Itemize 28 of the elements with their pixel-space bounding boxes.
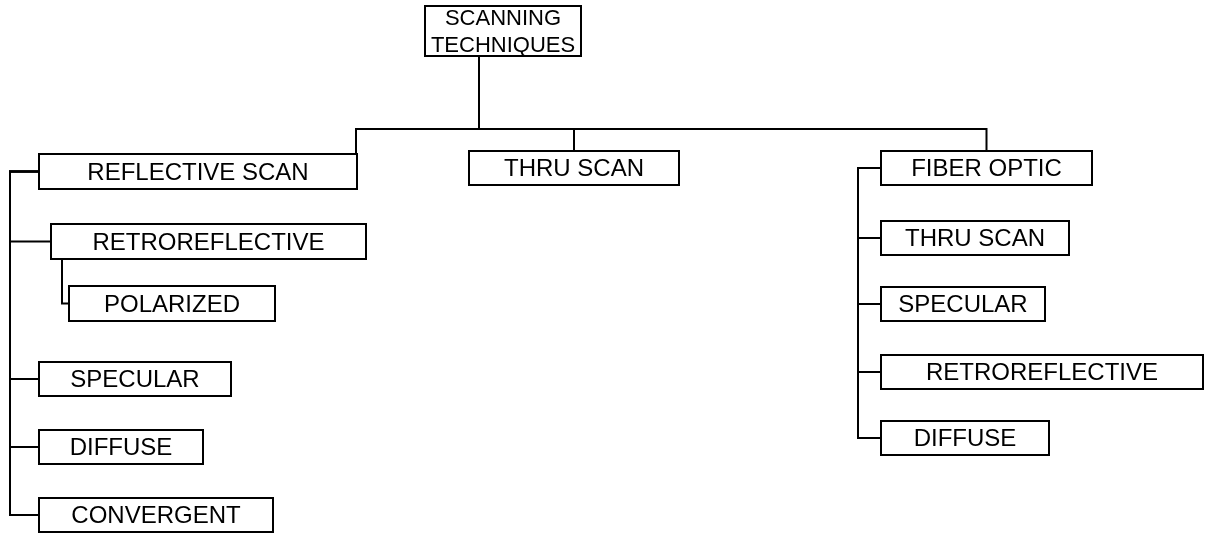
- box-label: POLARIZED: [104, 291, 240, 316]
- connector-line: [9, 170, 39, 516]
- box-label: RETROREFLECTIVE: [92, 229, 325, 254]
- connector-line: [857, 167, 881, 439]
- box-label: SPECULAR: [898, 292, 1028, 316]
- box-label: SCANNING TECHNIQUES: [429, 3, 577, 59]
- box-label: RETROREFLECTIVE: [926, 360, 1158, 384]
- box-label: SPECULAR: [70, 367, 200, 391]
- category-box: [38, 153, 358, 190]
- box-label: THRU SCAN: [905, 226, 1045, 250]
- box-label: REFLECTIVE SCAN: [87, 159, 309, 184]
- category-box: [38, 497, 274, 533]
- category-box: [880, 286, 1046, 322]
- box-label: DIFFUSE: [69, 435, 173, 459]
- category-box: [38, 361, 232, 397]
- box-label: CONVERGENT: [71, 503, 241, 527]
- category-box: [880, 150, 1093, 186]
- category-box: [68, 285, 276, 322]
- category-box: [880, 354, 1204, 390]
- box-label: FIBER OPTIC: [911, 156, 1062, 180]
- connector-line: [61, 259, 69, 305]
- category-box: [468, 150, 680, 186]
- category-box: [38, 429, 204, 465]
- box-label: THRU SCAN: [504, 156, 644, 180]
- category-box: [880, 420, 1050, 456]
- box-label: DIFFUSE: [913, 426, 1017, 450]
- category-box: [50, 223, 367, 260]
- category-box: [880, 220, 1070, 256]
